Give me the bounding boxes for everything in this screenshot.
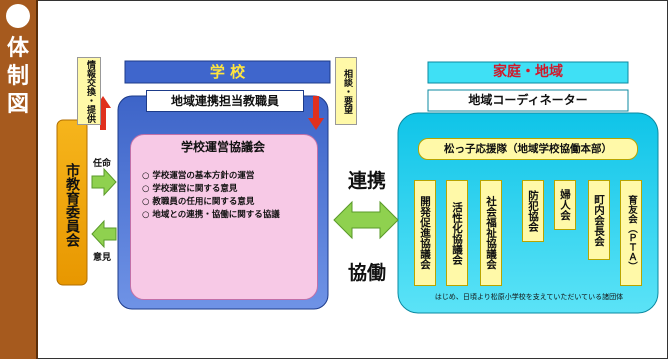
hq-title: 松っ子応援隊（地域学校協働本部） bbox=[418, 138, 638, 160]
green-arrow-opinion bbox=[91, 219, 117, 249]
community-footnote: はじめ、日頃より松原小学校を支えていただいている諸団体 bbox=[434, 293, 624, 301]
community-header: 家庭・地域 bbox=[493, 64, 563, 80]
sidebar: 体 制 図 bbox=[0, 0, 38, 359]
org-box: 婦人会 bbox=[554, 180, 576, 230]
org-box: 町内会長会 bbox=[588, 180, 610, 260]
board-label: 市教育委員会 bbox=[64, 163, 80, 247]
school-header-bar bbox=[124, 60, 331, 84]
green-double-arrow bbox=[333, 200, 399, 240]
info-exchange-note: 情報交換・提供 bbox=[77, 57, 101, 125]
council-box bbox=[130, 134, 318, 300]
org-box: 社会福祉協議会 bbox=[480, 180, 502, 286]
school-header: 学 校 bbox=[209, 63, 246, 81]
opinion-label: 意見 bbox=[93, 253, 112, 263]
org-box: 開発促進協議会 bbox=[414, 180, 436, 286]
council-title: 学校運営協議会 bbox=[180, 140, 265, 154]
red-arrow-down bbox=[308, 96, 324, 130]
green-arrow-appoint bbox=[91, 167, 117, 197]
council-items: ○ 学校運営の基本方針の運営 ○ 学校運営に関する意見 ○ 教職員の任用に関する… bbox=[142, 170, 316, 222]
council-item: ○ 教職員の任用に関する意見 bbox=[142, 197, 255, 207]
consult-request-note: 相談・要望 bbox=[335, 57, 357, 125]
sidebar-char-3: 図 bbox=[6, 92, 29, 117]
sidebar-char-2: 制 bbox=[6, 64, 29, 89]
liaison-teacher-box: 地域連携担当教職員 bbox=[146, 90, 304, 112]
org-box: 育友会（ＰＴＡ） bbox=[620, 180, 642, 286]
kyodo-label: 協働 bbox=[347, 262, 386, 284]
board-box bbox=[56, 119, 88, 286]
appoint-label: 任命 bbox=[93, 159, 112, 169]
community-header-bar bbox=[427, 61, 629, 84]
council-item: ○ 学校運営の基本方針の運営 bbox=[142, 171, 255, 181]
renkei-label: 連携 bbox=[347, 170, 386, 192]
council-item: ○ 地域との連携・協働に関する協議 bbox=[142, 210, 280, 220]
bullet-icon bbox=[6, 4, 30, 28]
org-box: 活性化協議会 bbox=[446, 180, 468, 286]
org-box: 防犯協会 bbox=[522, 180, 544, 242]
community-coordinator-bar bbox=[427, 89, 629, 112]
council-item: ○ 学校運営に関する意見 bbox=[142, 184, 238, 194]
coordinator-label: 地域コーディネーター bbox=[468, 93, 588, 107]
sidebar-char-1: 体 bbox=[6, 36, 29, 61]
